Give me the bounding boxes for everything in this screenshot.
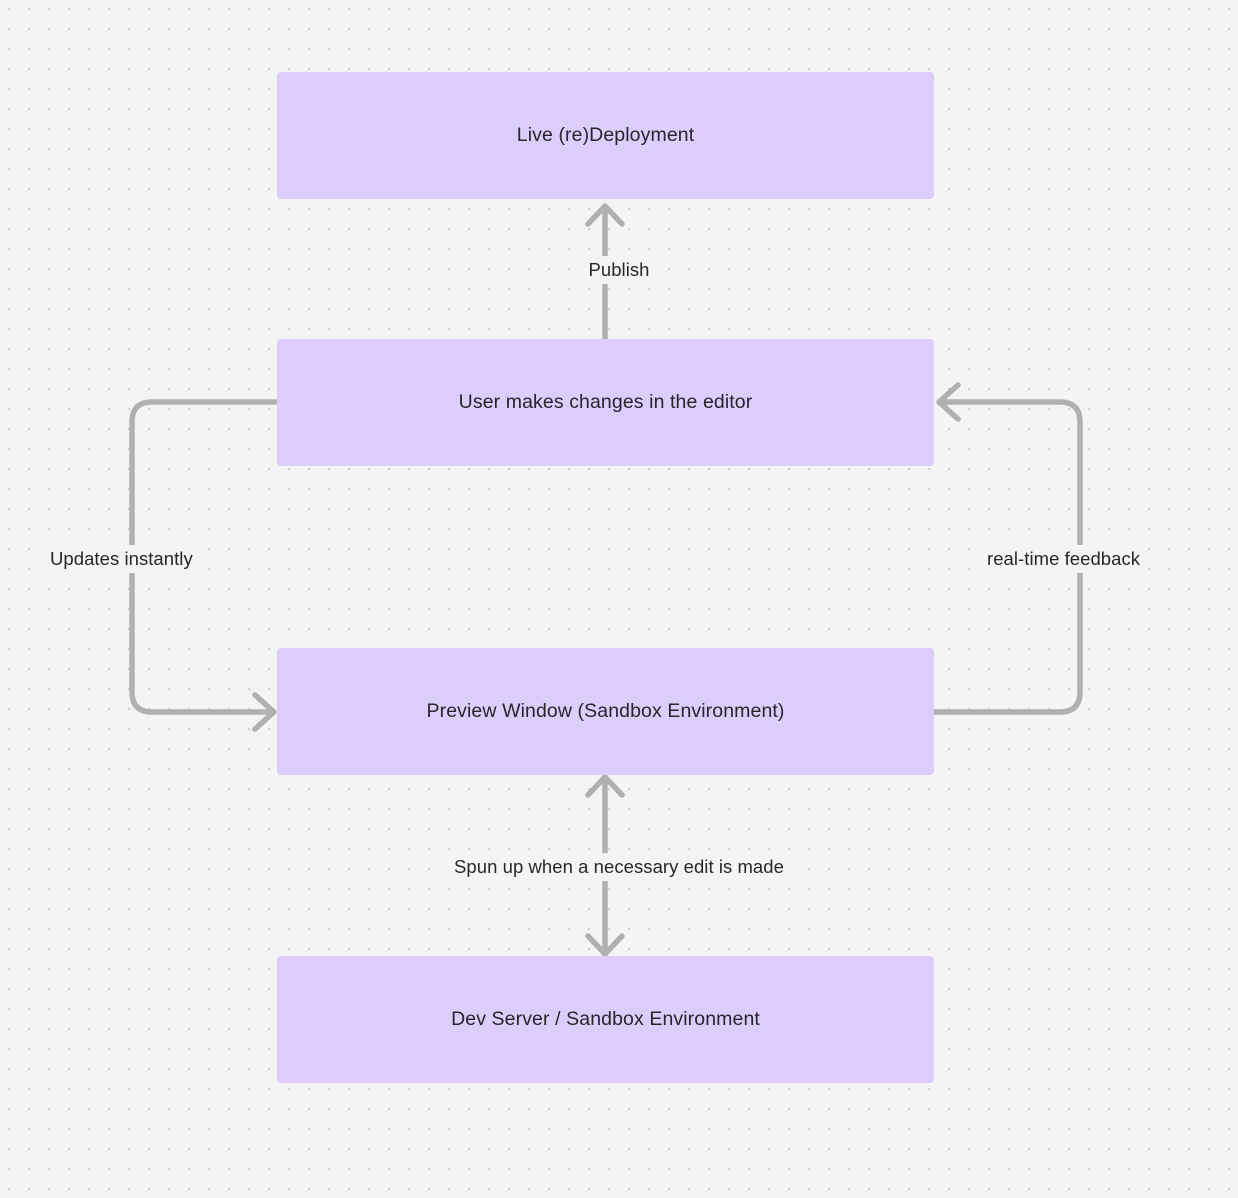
node-live-redeployment[interactable]: Live (re)Deployment bbox=[277, 72, 934, 199]
node-live-redeployment-label: Live (re)Deployment bbox=[516, 123, 695, 146]
node-user-makes-changes[interactable]: User makes changes in the editor bbox=[277, 339, 934, 466]
node-dev-server[interactable]: Dev Server / Sandbox Environment bbox=[277, 956, 934, 1083]
edge-label-publish: Publish bbox=[581, 256, 657, 284]
edge-label-real-time-feedback: real-time feedback bbox=[980, 545, 1148, 573]
node-preview-window[interactable]: Preview Window (Sandbox Environment) bbox=[277, 648, 934, 775]
node-user-makes-changes-label: User makes changes in the editor bbox=[458, 390, 753, 413]
edge-label-spun-up: Spun up when a necessary edit is made bbox=[447, 853, 791, 881]
node-preview-window-label: Preview Window (Sandbox Environment) bbox=[426, 699, 785, 722]
edge-label-updates-instantly: Updates instantly bbox=[43, 545, 200, 573]
node-dev-server-label: Dev Server / Sandbox Environment bbox=[451, 1007, 760, 1030]
